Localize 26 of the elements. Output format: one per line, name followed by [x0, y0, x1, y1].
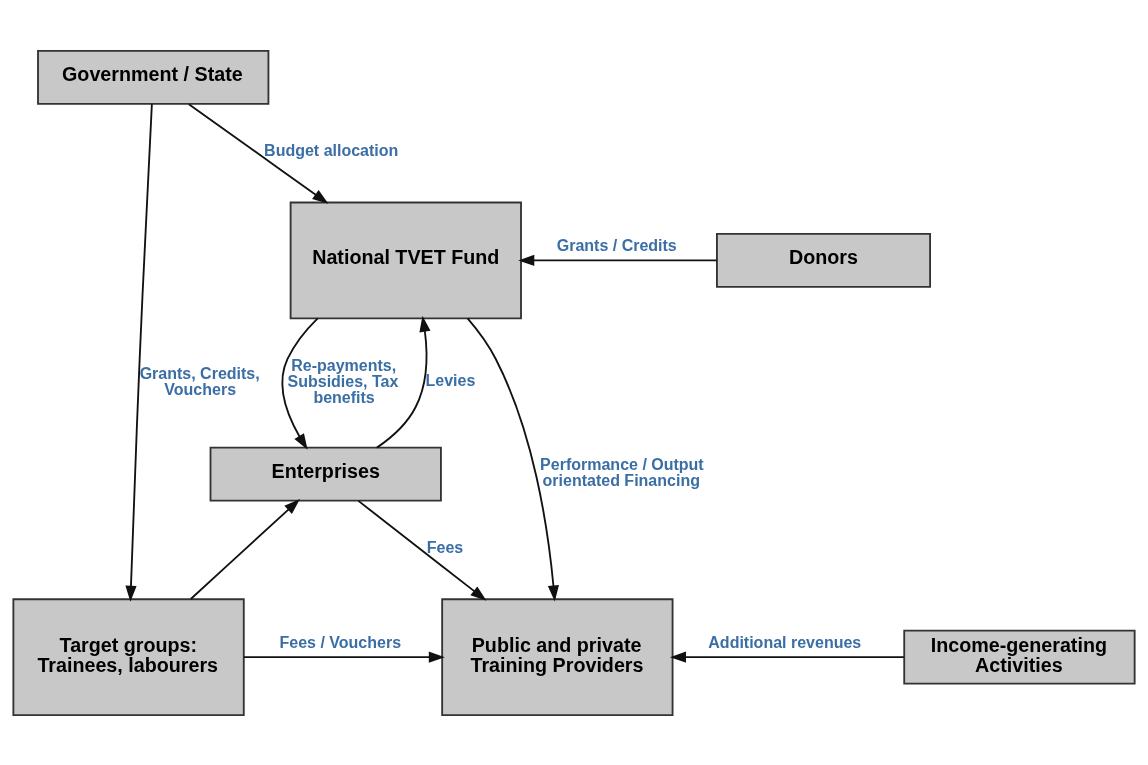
arrow: [189, 498, 300, 600]
arrow: [466, 317, 559, 602]
edge-label: Grants / Credits: [556, 236, 677, 254]
arrow: [281, 316, 319, 450]
arrow: [243, 651, 445, 663]
edge-label: Re-payments, Subsidies, Tax benefits: [287, 356, 399, 406]
node-box: Enterprises: [209, 446, 442, 502]
arrow: [375, 315, 431, 449]
arrow: [518, 254, 718, 266]
edge-label: Fees: [426, 538, 464, 556]
edge-label: Performance / Output orientated Financing: [540, 455, 704, 489]
node-box: Target groups: Trainees, labourers: [12, 597, 245, 716]
edge-label: Grants, Credits, Vouchers: [139, 364, 260, 398]
edge-label: Levies: [425, 371, 476, 389]
arrow: [669, 651, 905, 663]
edge-label: Fees / Vouchers: [279, 633, 402, 651]
edge-label: Budget allocation: [264, 141, 399, 159]
edge-label: Additional revenues: [708, 633, 862, 651]
arrow: [187, 102, 329, 204]
node-box: National TVET Fund: [289, 201, 522, 319]
arrow: [125, 102, 153, 602]
node-box: Income-generating Activities: [903, 629, 1136, 685]
node-box: Donors: [716, 232, 932, 288]
node-box: Government / State: [37, 49, 270, 105]
node-box: Public and private Training Providers: [441, 597, 674, 716]
arrow: [357, 499, 487, 601]
